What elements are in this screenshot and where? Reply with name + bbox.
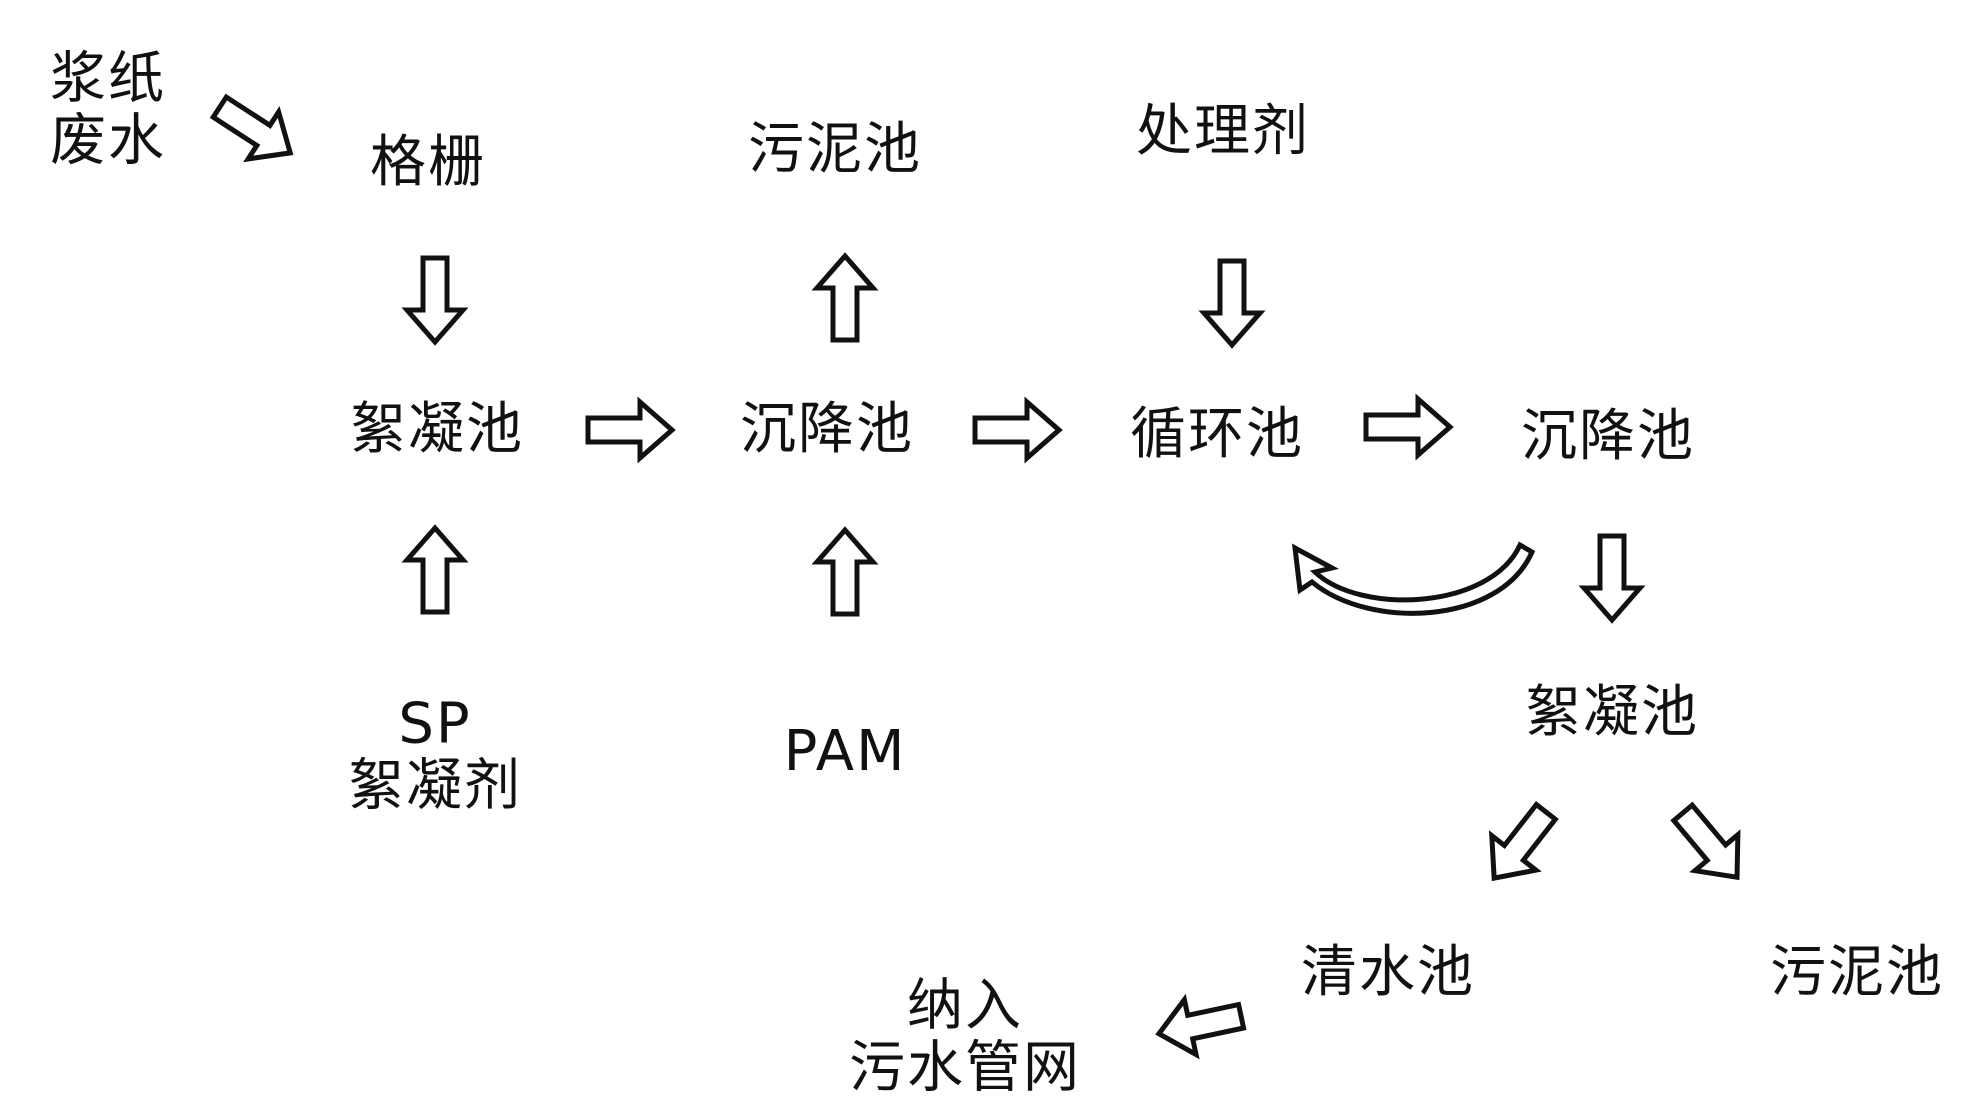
arrow-clearwater-to-sewer <box>1153 989 1247 1061</box>
arrow-agent-to-circulation <box>1204 261 1260 345</box>
node-settling-tank-1: 沉降池 <box>740 397 914 462</box>
node-pam: PAM <box>783 719 907 784</box>
node-floc-tank-1: 絮凝池 <box>350 397 524 462</box>
arrow-recycle-curved <box>1291 541 1536 616</box>
node-floc-tank-2: 絮凝池 <box>1525 680 1699 745</box>
node-settling-tank-2: 沉降池 <box>1521 404 1695 469</box>
sewer-line-1: 纳入 <box>907 973 1023 1039</box>
node-circulation-tank: 循环池 <box>1130 402 1304 467</box>
arrow-pam-to-settling <box>817 530 873 614</box>
node-clear-water-tank: 清水池 <box>1301 940 1475 1005</box>
source-line-1: 浆纸 <box>50 46 166 112</box>
arrow-grille-to-floc <box>407 258 463 342</box>
node-sp-flocculant: SP 絮凝剂 <box>348 693 522 816</box>
arrow-settling2-to-floc2 <box>1584 536 1640 620</box>
sp-line-1: SP <box>398 691 472 757</box>
node-treating-agent: 处理剂 <box>1136 99 1310 164</box>
sewer-line-2: 污水管网 <box>849 1035 1081 1100</box>
node-sludge-tank-2: 污泥池 <box>1770 940 1944 1005</box>
arrow-settling-to-circulation <box>975 402 1059 458</box>
node-sludge-tank-1: 污泥池 <box>748 117 922 182</box>
arrow-source-to-grille <box>205 84 306 177</box>
arrow-floc-to-settling <box>588 402 672 458</box>
arrow-floc2-to-sludge2 <box>1662 795 1759 895</box>
arrow-floc2-to-clearwater <box>1472 795 1568 896</box>
sp-line-2: 絮凝剂 <box>348 753 522 818</box>
node-source-wastewater: 浆纸 废水 <box>50 48 166 171</box>
arrow-circulation-to-settling2 <box>1366 399 1450 455</box>
node-sewer-network: 纳入 污水管网 <box>849 975 1081 1098</box>
arrow-sp-to-floc <box>407 528 463 612</box>
arrow-settling-to-sludge <box>817 256 873 340</box>
source-line-2: 废水 <box>50 108 166 173</box>
node-grille: 格栅 <box>370 130 486 195</box>
